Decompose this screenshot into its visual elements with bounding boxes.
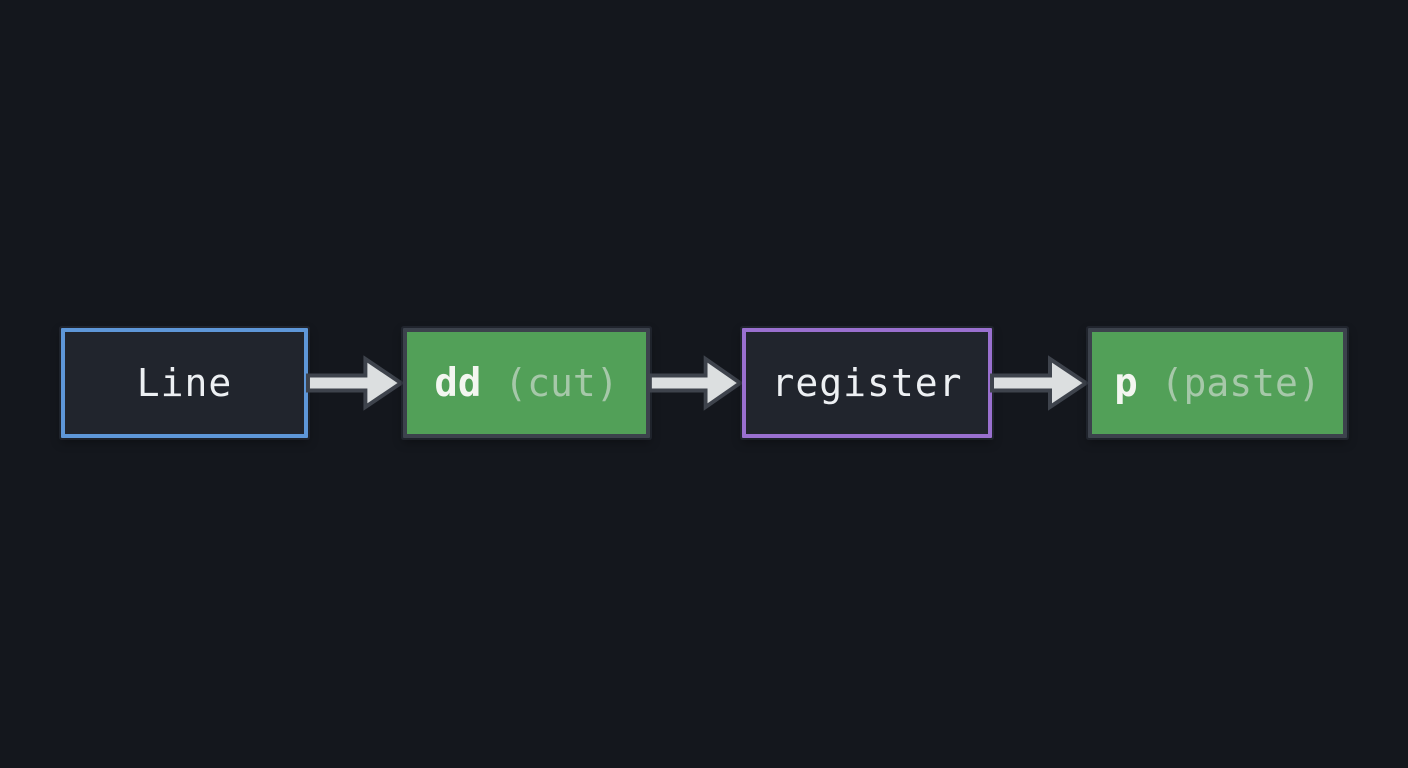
node-register-label: register [771, 361, 963, 405]
flow-arrow-icon [648, 352, 744, 414]
node-register: register [742, 328, 992, 438]
node-p-paste: p (paste) [1088, 328, 1347, 438]
node-line: Line [61, 328, 308, 438]
node-p-annotation-label: (paste) [1137, 361, 1321, 405]
node-dd-cut: dd (cut) [403, 328, 650, 438]
flow-arrow-icon [306, 352, 405, 414]
node-line-label: Line [136, 361, 233, 405]
flow-arrow-icon [990, 352, 1090, 414]
node-p-key-label: p [1114, 360, 1138, 406]
node-dd-annotation-label: (cut) [481, 361, 619, 405]
node-dd-key-label: dd [434, 360, 482, 406]
